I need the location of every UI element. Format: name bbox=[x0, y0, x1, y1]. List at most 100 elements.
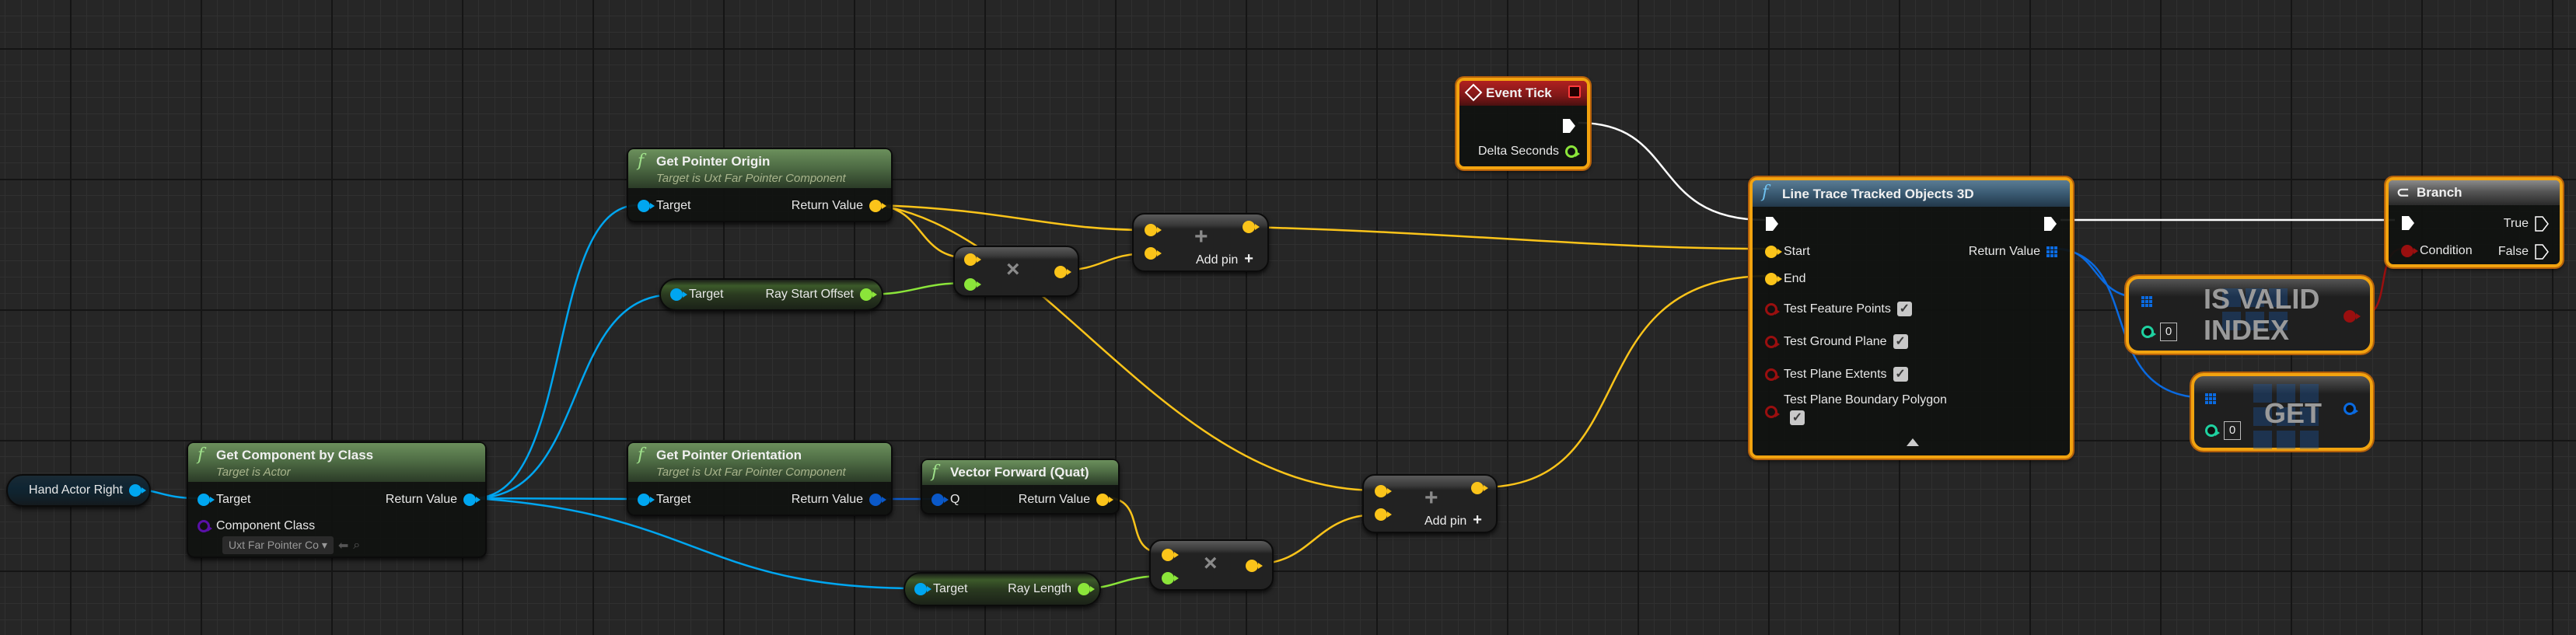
condition-input-pin[interactable]: Condition bbox=[2401, 244, 2479, 258]
test-plane-extents-pin[interactable]: Test Plane Extents ✓ bbox=[1765, 367, 1908, 382]
object-pin-icon[interactable] bbox=[638, 200, 655, 212]
get-component-by-class-node[interactable]: f Get Component by Class Target is Actor… bbox=[187, 441, 487, 558]
vector-input-pin-a[interactable] bbox=[1162, 549, 1179, 561]
index-value-field[interactable]: 0 bbox=[2224, 421, 2241, 440]
object-pin-icon[interactable] bbox=[197, 494, 215, 506]
object-pin-icon[interactable] bbox=[638, 494, 655, 506]
vector-input-pin-b[interactable] bbox=[1145, 247, 1162, 260]
exec-pin-outline-icon[interactable] bbox=[2535, 244, 2549, 260]
start-input-pin[interactable]: Start bbox=[1765, 245, 1816, 259]
vector-output-pin[interactable] bbox=[1471, 482, 1488, 494]
collapse-advanced-arrow-icon[interactable] bbox=[1907, 438, 1919, 446]
true-exec-output-pin[interactable]: True bbox=[2497, 216, 2549, 232]
target-input-pin[interactable]: Target bbox=[638, 199, 697, 213]
multiply-node-2[interactable]: × bbox=[1149, 539, 1274, 591]
add-node-2[interactable]: + Add pin+ bbox=[1362, 474, 1498, 533]
delta-seconds-output-pin[interactable]: Delta Seconds bbox=[1472, 145, 1580, 159]
ray-length-node[interactable]: Target Ray Length bbox=[904, 572, 1101, 606]
vector-input-pin-b[interactable] bbox=[1375, 508, 1392, 521]
exec-pin-outline-icon[interactable] bbox=[2535, 216, 2549, 232]
return-value-output-pin[interactable]: Return Value bbox=[379, 493, 481, 507]
int-pin-icon[interactable] bbox=[2141, 326, 2156, 338]
return-value-output-pin[interactable]: Return Value bbox=[1963, 245, 2057, 259]
target-input-pin[interactable]: Target bbox=[914, 582, 973, 596]
test-ground-plane-pin[interactable]: Test Ground Plane ✓ bbox=[1765, 334, 1908, 349]
vector-pin-icon[interactable] bbox=[1765, 273, 1782, 285]
branch-node[interactable]: ⊂ Branch True Condition False bbox=[2386, 177, 2563, 267]
is-valid-index-node[interactable]: 0 IS VALID INDEX bbox=[2126, 276, 2373, 354]
vector-input-pin-a[interactable] bbox=[964, 253, 981, 266]
bool-pin-icon[interactable] bbox=[1765, 335, 1780, 348]
component-class-dropdown[interactable]: Uxt Far Pointer Co ▾ bbox=[222, 536, 334, 554]
hand-actor-right-node[interactable]: Hand Actor Right bbox=[6, 474, 151, 507]
object-pin-icon[interactable] bbox=[129, 484, 146, 497]
add-pin-button[interactable]: Add pin+ bbox=[1424, 511, 1482, 529]
vector-output-pin[interactable] bbox=[1243, 221, 1260, 233]
exec-input-pin[interactable] bbox=[1765, 216, 1779, 232]
array-pin-icon[interactable] bbox=[2046, 246, 2057, 257]
array-input-pin[interactable] bbox=[2141, 296, 2152, 307]
vector-input-pin-a[interactable] bbox=[1375, 485, 1392, 497]
test-feature-points-checkbox[interactable]: ✓ bbox=[1896, 302, 1912, 316]
float-input-pin-b[interactable] bbox=[964, 278, 981, 291]
object-pin-icon[interactable] bbox=[670, 288, 687, 301]
vector-pin-icon[interactable] bbox=[1096, 494, 1113, 506]
float-pin-icon[interactable] bbox=[1565, 145, 1580, 158]
vector-forward-quat-node[interactable]: f Vector Forward (Quat) Q Return Value bbox=[921, 459, 1120, 515]
vector-input-pin-a[interactable] bbox=[1145, 224, 1162, 236]
add-node-1[interactable]: + Add pin+ bbox=[1132, 213, 1269, 272]
browse-search-icon[interactable]: ⌕ bbox=[353, 538, 361, 552]
vector-output-pin[interactable] bbox=[1246, 560, 1263, 572]
test-plane-extents-checkbox[interactable]: ✓ bbox=[1893, 367, 1908, 382]
test-plane-boundary-polygon-checkbox[interactable]: ✓ bbox=[1790, 410, 1805, 425]
quat-pin-icon[interactable] bbox=[869, 494, 886, 506]
vector-pin-icon[interactable] bbox=[1765, 246, 1782, 258]
delegate-pin-icon[interactable] bbox=[1568, 85, 1581, 98]
class-pin-icon[interactable] bbox=[197, 520, 212, 532]
get-pointer-origin-node[interactable]: f Get Pointer Origin Target is Uxt Far P… bbox=[627, 148, 893, 222]
event-tick-node[interactable]: Event Tick Delta Seconds bbox=[1456, 78, 1590, 169]
bool-pin-icon[interactable] bbox=[1765, 368, 1780, 381]
index-input-pin[interactable]: 0 bbox=[2141, 323, 2177, 341]
array-get-node[interactable]: 0 GET bbox=[2191, 373, 2373, 451]
target-input-pin[interactable]: Target bbox=[670, 288, 729, 302]
return-value-output-pin[interactable]: Return Value bbox=[785, 493, 886, 507]
vector-output-pin[interactable] bbox=[1054, 266, 1071, 278]
index-input-pin[interactable]: 0 bbox=[2205, 421, 2241, 440]
get-pointer-orientation-node[interactable]: f Get Pointer Orientation Target is Uxt … bbox=[627, 441, 893, 516]
ray-start-offset-node[interactable]: Target Ray Start Offset bbox=[659, 278, 883, 311]
hand-actor-right-output-pin[interactable]: Hand Actor Right bbox=[23, 483, 146, 497]
exec-input-pin[interactable] bbox=[2401, 215, 2415, 231]
array-input-pin[interactable] bbox=[2205, 393, 2216, 404]
object-pin-icon[interactable] bbox=[914, 583, 931, 595]
vector-pin-icon[interactable] bbox=[869, 200, 886, 212]
bool-pin-icon[interactable] bbox=[1765, 302, 1780, 316]
quat-pin-icon[interactable] bbox=[931, 494, 949, 506]
add-pin-button[interactable]: Add pin+ bbox=[1196, 250, 1253, 268]
return-value-output-pin[interactable]: Return Value bbox=[785, 199, 886, 213]
target-input-pin[interactable]: Target bbox=[197, 493, 257, 507]
float-pin-icon[interactable] bbox=[1078, 583, 1095, 595]
float-input-pin-b[interactable] bbox=[1162, 572, 1179, 584]
exec-output-pin[interactable] bbox=[2043, 216, 2057, 232]
target-input-pin[interactable]: Target bbox=[638, 493, 697, 507]
ray-length-output-pin[interactable]: Ray Length bbox=[1001, 582, 1095, 596]
ray-start-offset-output-pin[interactable]: Ray Start Offset bbox=[759, 288, 877, 302]
multiply-node-1[interactable]: × bbox=[953, 246, 1079, 297]
test-ground-plane-checkbox[interactable]: ✓ bbox=[1893, 334, 1908, 349]
test-plane-boundary-polygon-pin[interactable] bbox=[1765, 406, 1780, 418]
component-class-input-pin[interactable]: Component Class bbox=[197, 519, 321, 533]
line-trace-tracked-objects-node[interactable]: f Line Trace Tracked Objects 3D Start Re… bbox=[1749, 177, 2073, 459]
bool-pin-icon[interactable] bbox=[1765, 406, 1780, 418]
q-input-pin[interactable]: Q bbox=[931, 493, 966, 507]
index-value-field[interactable]: 0 bbox=[2160, 323, 2177, 341]
use-selected-arrow-icon[interactable]: ⬅ bbox=[337, 539, 349, 553]
end-input-pin[interactable]: End bbox=[1765, 272, 1812, 286]
bool-output-pin[interactable] bbox=[2344, 310, 2361, 323]
return-value-output-pin[interactable]: Return Value bbox=[1012, 493, 1113, 507]
float-pin-icon[interactable] bbox=[860, 288, 877, 301]
test-feature-points-pin[interactable]: Test Feature Points ✓ bbox=[1765, 302, 1912, 316]
bool-pin-icon[interactable] bbox=[2401, 245, 2418, 257]
struct-output-pin[interactable] bbox=[2344, 403, 2358, 415]
object-pin-icon[interactable] bbox=[463, 494, 481, 506]
